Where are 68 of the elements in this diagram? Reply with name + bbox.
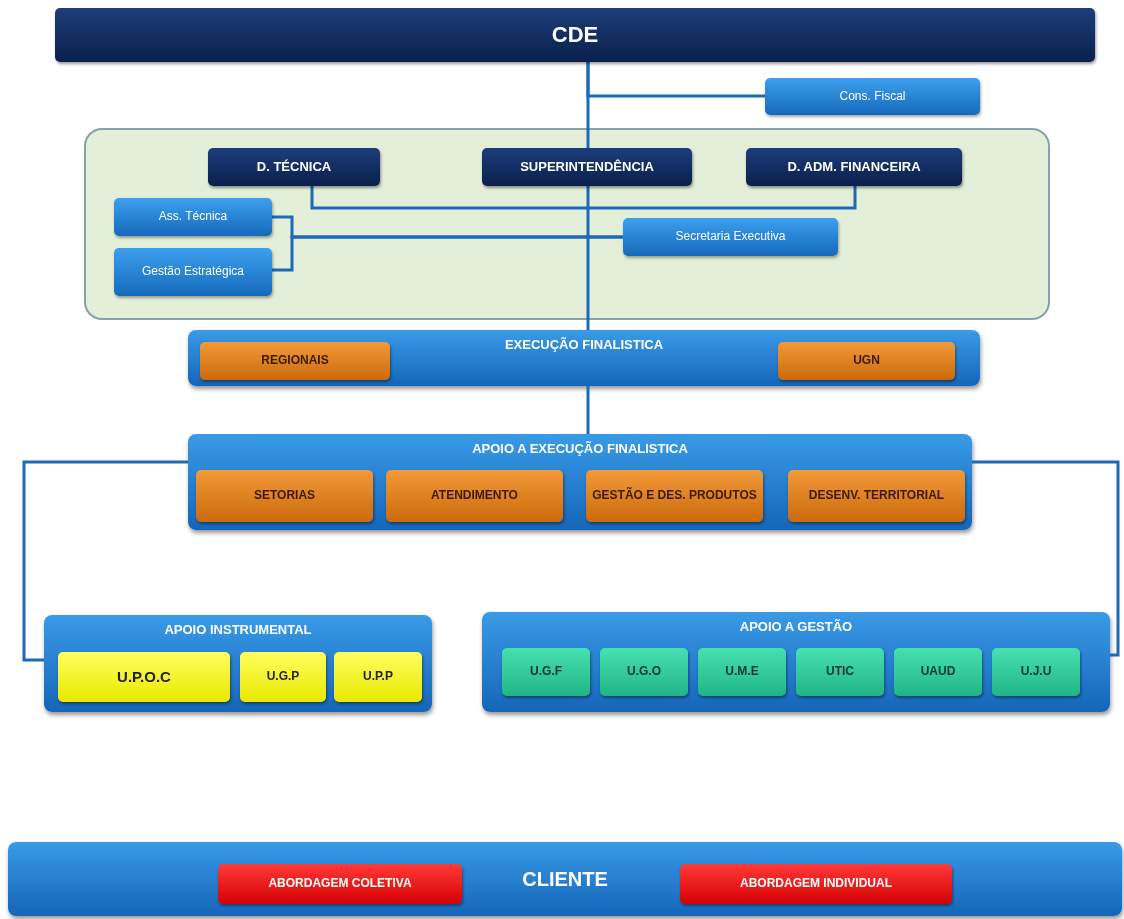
unit-label: GESTÃO E DES. PRODUTOS [591,489,758,503]
unit-label: D. TÉCNICA [255,159,333,175]
unit-label: ABORDAGEM INDIVIDUAL [739,877,893,891]
connector-line [272,235,623,272]
unit-label: D. ADM. FINANCEIRA [786,159,922,175]
group-band [188,330,980,386]
unit-box [58,652,230,702]
unit-box [482,148,692,186]
unit-label: SUPERINTENDÊNCIA [519,159,655,175]
unit-box [334,652,422,702]
unit-label: UGN [852,354,881,368]
unit-label: ABORDAGEM COLETIVA [267,877,413,891]
unit-box [114,198,272,236]
group-title: APOIO INSTRUMENTAL [163,623,313,638]
group-title: EXECUÇÃO FINALISTICA [503,338,665,353]
unit-box [894,648,982,696]
header-bar [55,8,1095,62]
unit-label: U.J.U [1019,665,1053,679]
unit-label: DESENV. TERRITORIAL [807,489,946,503]
connector-line [22,460,188,662]
unit-label: Ass. Técnica [157,210,229,224]
unit-box [680,864,952,904]
unit-box [240,652,326,702]
unit-box [586,470,763,522]
connector-line [972,460,1120,657]
unit-label: SETORIAS [252,489,317,503]
unit-label: CDE [550,22,600,48]
unit-box [114,248,272,296]
unit-label: Cons. Fiscal [838,89,907,104]
unit-box [788,470,965,522]
unit-label: U.P.P [362,670,394,684]
unit-label: U.P.O.C [116,668,172,686]
group-title: APOIO A EXECUÇÃO FINALISTICA [471,442,689,457]
group-title: APOIO A GESTÃO [738,620,854,635]
unit-label: U.G.P [265,670,301,684]
unit-label: ATENDIMENTO [430,489,519,503]
unit-label: Gestão Estratégica [140,265,246,279]
unit-label: UAUD [919,665,957,679]
unit-box [992,648,1080,696]
unit-box [196,470,373,522]
connector-line [586,386,590,434]
connector-line [586,62,590,148]
unit-box [796,648,884,696]
group-title: CLIENTE [521,867,609,891]
unit-box [218,864,462,904]
unit-box [778,342,955,380]
unit-label: Secretaria Executiva [674,230,787,244]
client-band [8,842,1122,916]
unit-box [208,148,380,186]
unit-label: UTIC [825,665,855,679]
group-panel [84,128,1050,320]
unit-label: REGIONAIS [260,354,330,368]
unit-box [765,78,980,115]
unit-box [386,470,563,522]
unit-label: U.G.F [529,665,563,679]
unit-box [600,648,688,696]
group-band [44,615,432,712]
unit-box [623,218,838,256]
unit-box [200,342,390,380]
group-band [482,612,1110,712]
unit-box [698,648,786,696]
unit-label: U.M.E [724,665,760,679]
unit-label: U.G.O [626,665,662,679]
group-band [188,434,972,530]
connector-line [586,186,590,330]
unit-box [746,148,962,186]
unit-box [502,648,590,696]
connector-line [310,186,857,210]
